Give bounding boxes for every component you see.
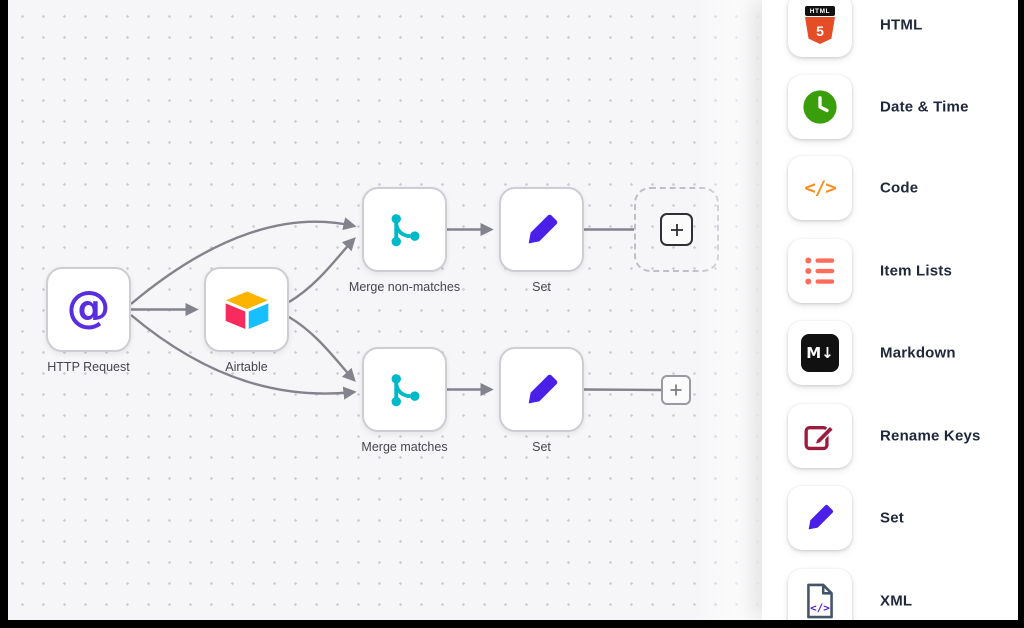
icon-card[interactable]: </>	[788, 569, 852, 620]
wire-http-to-merge-matches	[130, 314, 357, 400]
panel-item-label: HTML	[880, 16, 923, 34]
node-label: Airtable	[225, 360, 268, 374]
pencil-icon	[528, 374, 557, 403]
connection-wires	[130, 217, 662, 400]
panel-item-item-lists[interactable]: Item Lists	[762, 239, 1018, 303]
svg-text:</>: </>	[810, 601, 830, 614]
node-merge-matches[interactable]: Merge matches	[361, 347, 448, 454]
clock-icon	[803, 90, 837, 124]
panel-item-label: XML	[880, 592, 913, 610]
xml-file-icon: </>	[807, 583, 833, 619]
plus-icon	[670, 384, 682, 396]
icon-card[interactable]: </>	[788, 156, 852, 220]
icon-card[interactable]: HTML 5	[788, 0, 852, 57]
add-node-placeholder[interactable]	[634, 187, 719, 272]
node-box[interactable]	[204, 267, 289, 352]
node-merge-non-matches[interactable]: Merge non-matches	[349, 187, 460, 294]
icon-card[interactable]	[788, 404, 852, 468]
node-box[interactable]: @	[46, 267, 131, 352]
node-label: HTTP Request	[47, 360, 130, 374]
node-http-request[interactable]: @ HTTP Request	[46, 267, 131, 374]
panel-item-xml[interactable]: </> XML	[762, 569, 1018, 620]
panel-item-code[interactable]: </> Code	[762, 156, 1018, 220]
pencil-icon	[528, 214, 557, 243]
panel-item-markdown[interactable]: M↓ Markdown	[762, 321, 1018, 385]
add-node-button[interactable]	[661, 375, 691, 405]
panel-item-label: Item Lists	[880, 262, 953, 280]
wire-set-to-add-button	[583, 388, 662, 392]
icon-card[interactable]	[788, 486, 852, 550]
airtable-logo-icon	[225, 291, 268, 329]
icon-card[interactable]: M↓	[788, 321, 852, 385]
html5-icon: HTML 5	[804, 6, 836, 44]
git-merge-icon	[391, 213, 420, 246]
app-content: @ HTTP Request Airtable	[8, 0, 1018, 620]
panel-item-label: Code	[880, 179, 919, 197]
wire-airtable-to-merge-matches	[288, 315, 356, 382]
node-box[interactable]	[362, 187, 447, 272]
markdown-icon: M↓	[801, 334, 839, 372]
node-label: Set	[532, 280, 551, 294]
at-sign-icon: @	[66, 281, 111, 333]
panel-item-label: Markdown	[880, 344, 956, 362]
panel-item-label: Date & Time	[880, 98, 969, 116]
panel-item-label: Rename Keys	[880, 427, 981, 445]
node-box[interactable]	[499, 187, 584, 272]
list-icon	[805, 257, 835, 285]
node-label: Merge matches	[361, 440, 448, 454]
node-type-panel[interactable]: HTML 5 HTML Date & Time </> Code	[762, 0, 1018, 620]
icon-card[interactable]	[788, 239, 852, 303]
node-airtable[interactable]: Airtable	[204, 267, 289, 374]
panel-item-html[interactable]: HTML 5 HTML	[762, 0, 1018, 57]
icon-card[interactable]	[788, 75, 852, 139]
workflow-canvas[interactable]: @ HTTP Request Airtable	[8, 0, 762, 620]
wire-airtable-to-merge-non-matches	[288, 237, 356, 304]
code-brackets-icon: </>	[804, 177, 836, 199]
node-set-bottom[interactable]: Set	[499, 347, 584, 454]
panel-item-label: Set	[880, 509, 904, 527]
plus-icon[interactable]	[660, 213, 693, 246]
node-box[interactable]	[362, 347, 447, 432]
node-set-top[interactable]: Set	[499, 187, 584, 294]
git-merge-icon	[391, 373, 420, 406]
node-label: Set	[532, 440, 551, 454]
pencil-icon	[808, 505, 833, 530]
panel-item-set[interactable]: Set	[762, 486, 1018, 550]
panel-item-rename-keys[interactable]: Rename Keys	[762, 404, 1018, 468]
node-box[interactable]	[499, 347, 584, 432]
edit-box-icon	[804, 425, 835, 451]
wire-http-to-merge-non-matches	[130, 217, 357, 305]
node-label: Merge non-matches	[348, 280, 461, 294]
panel-item-date-time[interactable]: Date & Time	[762, 75, 1018, 139]
